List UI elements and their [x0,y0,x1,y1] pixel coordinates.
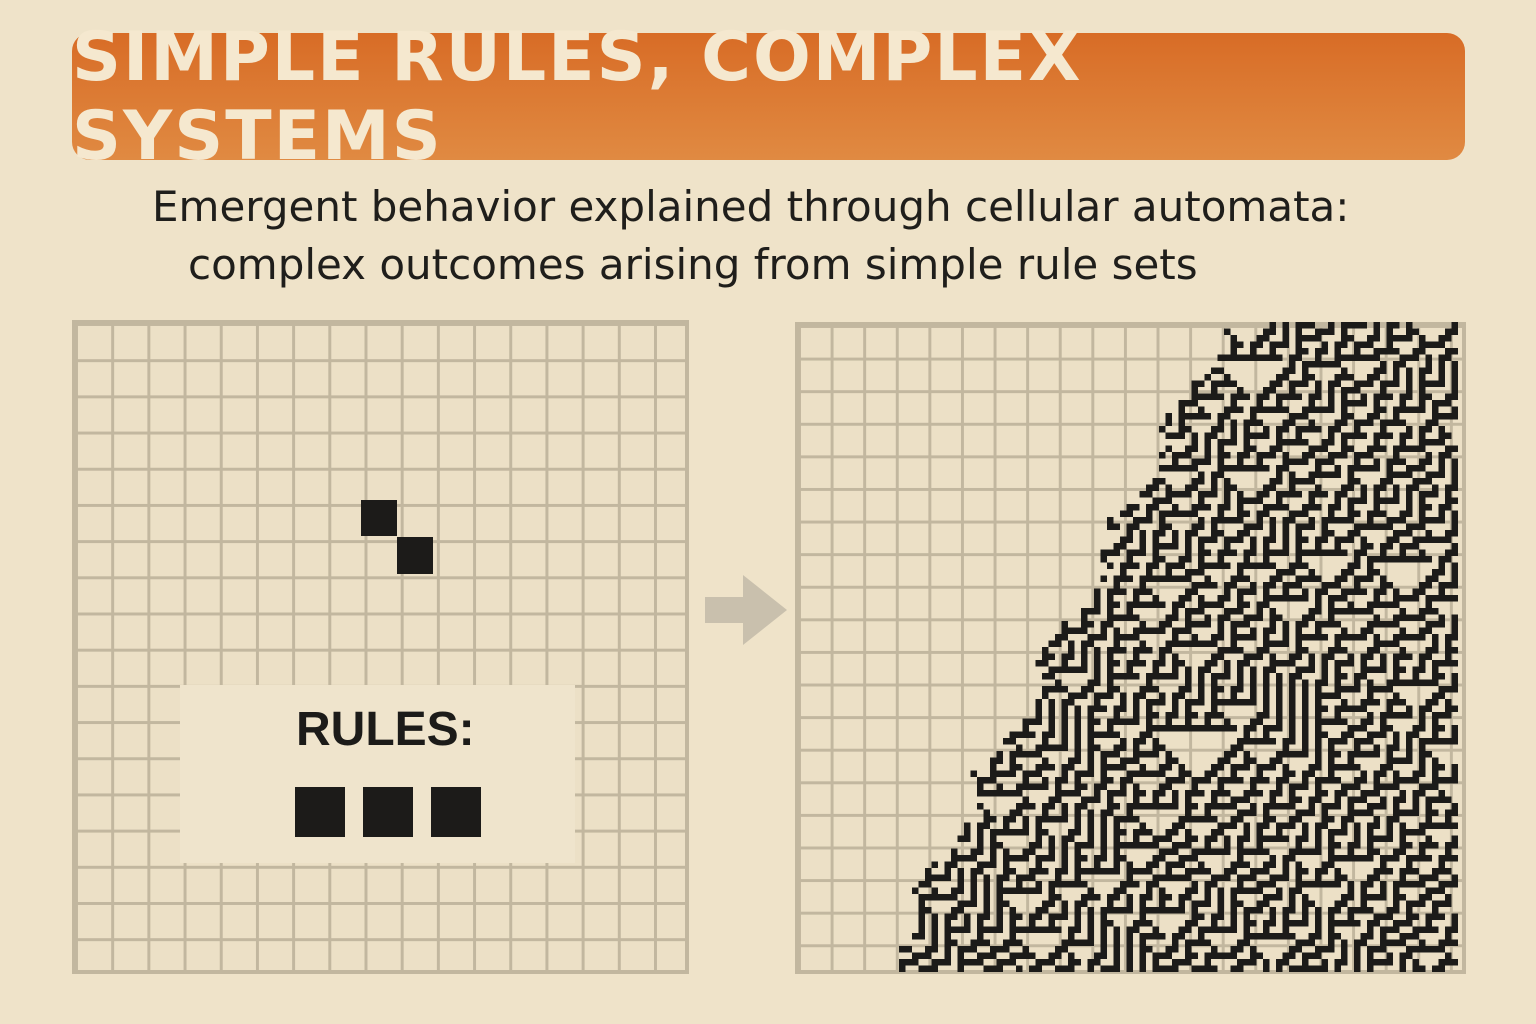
rule-square [295,787,345,837]
ca-cells [899,322,1458,972]
subtitle-line-2: complex outcomes arising from simple rul… [188,240,1198,289]
ca-live-cells [899,322,1458,972]
initial-state-grid [72,320,689,974]
rules-label: RULES: [296,703,475,756]
live-cell [361,500,397,536]
right-arrow-icon [705,575,787,645]
title-banner: SIMPLE RULES, COMPLEX SYSTEMS [72,18,1465,176]
live-cell [397,537,433,574]
title: SIMPLE RULES, COMPLEX SYSTEMS [72,17,1083,176]
subtitle-line-1: Emergent behavior explained through cell… [152,182,1350,231]
rule-square [431,787,481,837]
cellular-automaton-pattern [899,322,1458,972]
rule-square [363,787,413,837]
